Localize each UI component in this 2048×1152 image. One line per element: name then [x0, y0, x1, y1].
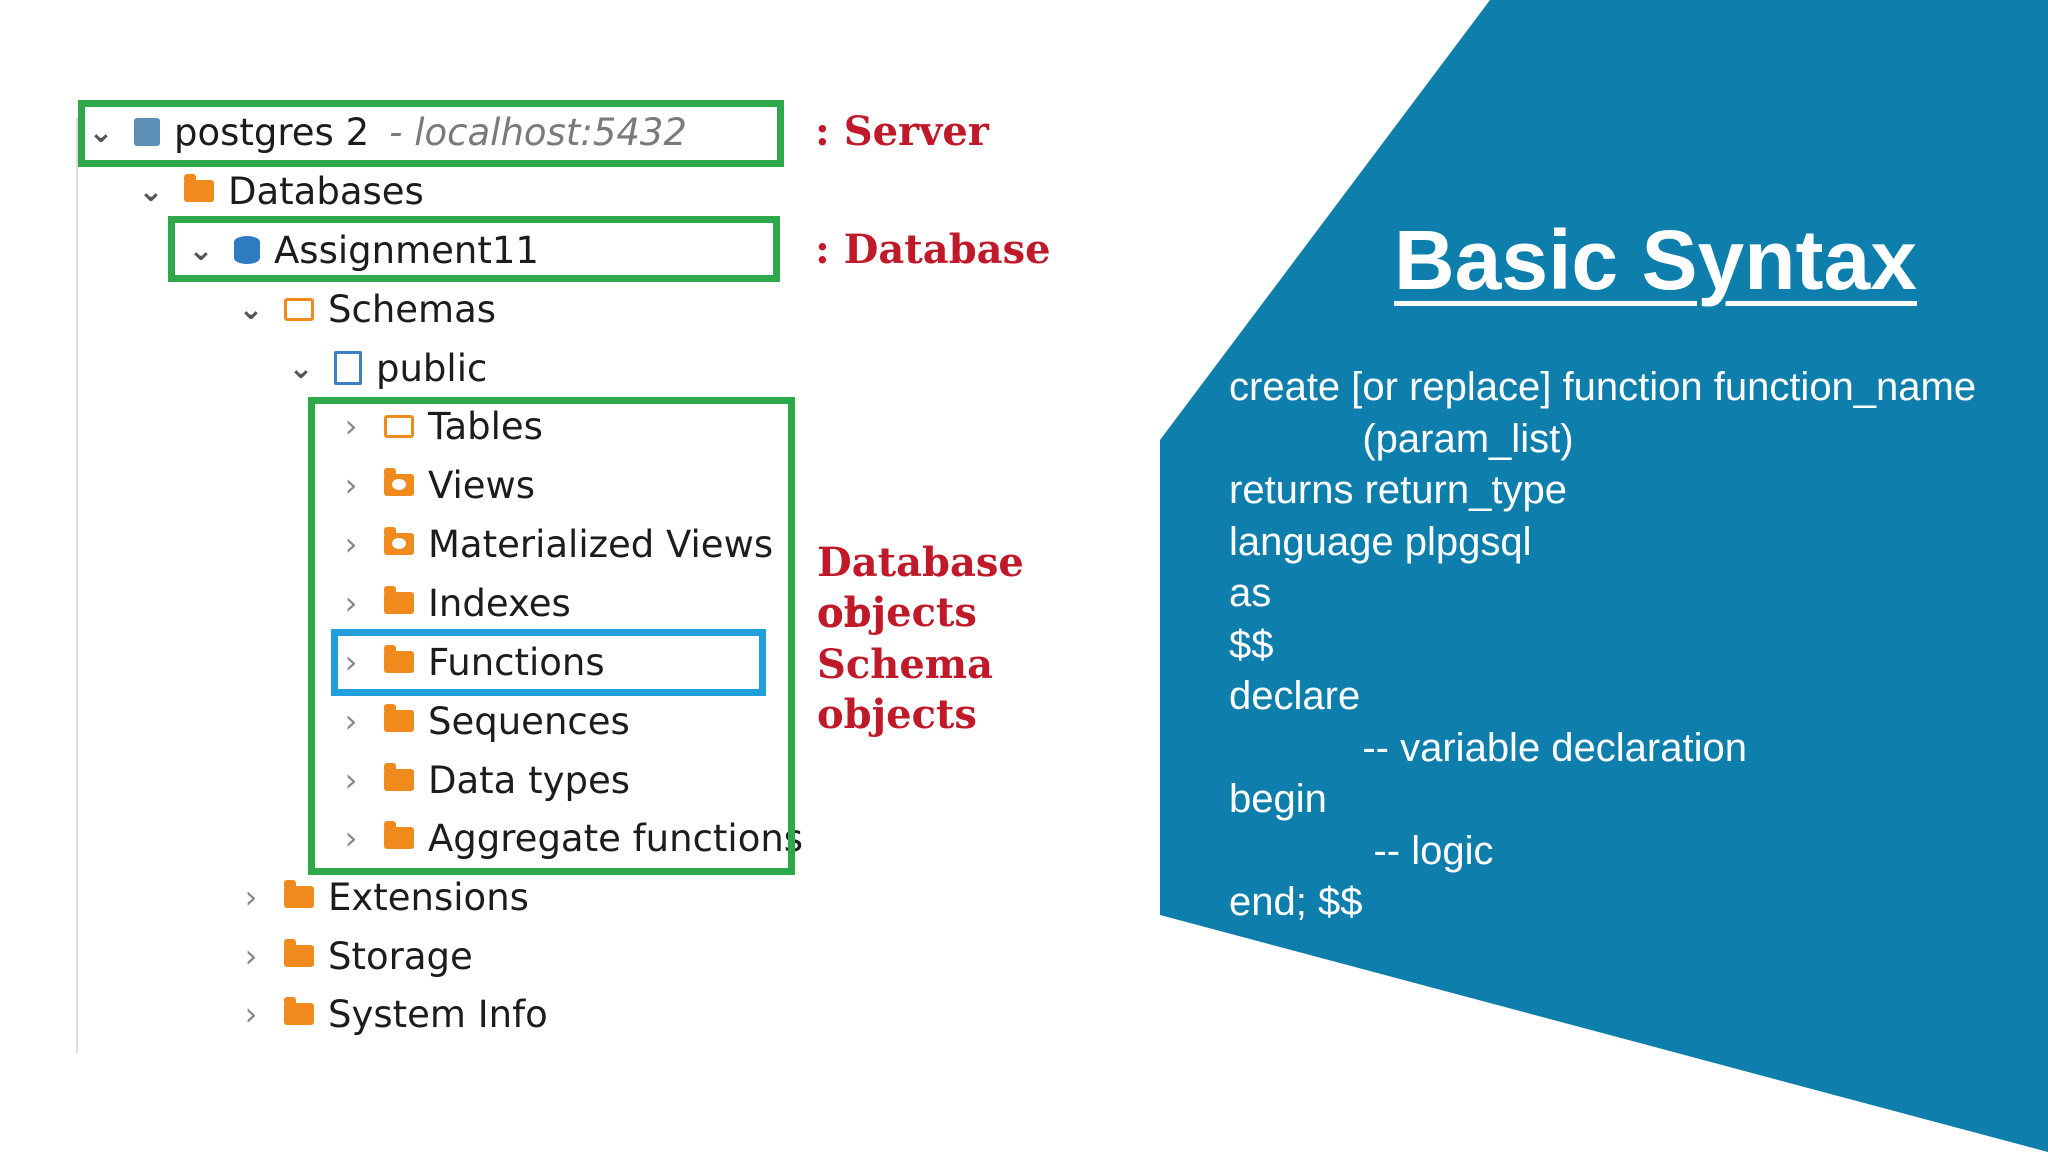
chevron-down-icon[interactable]: ⌄ — [138, 173, 164, 209]
tree-node-indexes[interactable]: › Indexes — [334, 574, 571, 632]
chevron-down-icon[interactable]: ⌄ — [288, 350, 314, 386]
chevron-right-icon[interactable]: › — [244, 995, 258, 1033]
panel-title: Basic Syntax — [1394, 213, 1917, 307]
objects-annotation-line-2: or — [817, 590, 865, 637]
chevron-right-icon[interactable]: › — [344, 702, 358, 740]
folder-icon — [384, 586, 414, 614]
functions-label: Functions — [428, 640, 605, 684]
view-icon — [384, 468, 414, 496]
indexes-label: Indexes — [428, 581, 571, 625]
chevron-right-icon[interactable]: › — [344, 584, 358, 622]
objects-annotation-line-1: Database objects — [817, 539, 1024, 636]
materialized-views-label: Materialized Views — [428, 522, 774, 566]
extensions-label: Extensions — [328, 875, 529, 919]
tree-node-storage[interactable]: › Storage — [234, 927, 473, 985]
database-icon — [234, 236, 260, 264]
chevron-down-icon[interactable]: ⌄ — [238, 291, 264, 327]
chevron-right-icon[interactable]: › — [344, 525, 358, 563]
server-annotation: : Server — [815, 108, 989, 155]
folder-icon — [384, 821, 414, 849]
code-line: as — [1229, 571, 1272, 615]
tree-node-schemas[interactable]: ⌄ Schemas — [234, 280, 496, 338]
view-icon — [384, 527, 414, 555]
table-icon — [384, 414, 414, 438]
schemas-icon — [284, 297, 314, 321]
schema-icon — [334, 351, 362, 385]
tree-node-materialized-views[interactable]: › Materialized Views — [334, 515, 774, 573]
views-label: Views — [428, 463, 536, 507]
chevron-down-icon[interactable]: ⌄ — [188, 232, 214, 268]
tree-node-public[interactable]: ⌄ public — [284, 339, 487, 397]
code-line: declare — [1229, 674, 1361, 718]
tree-node-views[interactable]: › Views — [334, 456, 536, 514]
folder-icon — [184, 174, 214, 202]
schema-objects-highlight-box — [308, 397, 795, 875]
tables-label: Tables — [428, 404, 543, 448]
code-line: end; $$ — [1229, 880, 1363, 924]
folder-icon — [384, 645, 414, 673]
code-line: language plpgsql — [1229, 519, 1532, 564]
code-line: -- variable declaration — [1229, 725, 1747, 770]
code-line: -- logic — [1229, 828, 1494, 873]
sequences-label: Sequences — [428, 699, 630, 743]
folder-icon — [284, 880, 314, 908]
system-info-label: System Info — [328, 992, 548, 1036]
syntax-code-block: create [or replace] function function_na… — [1229, 362, 1976, 929]
objects-annotation-line-3: Schema objects — [817, 641, 994, 738]
code-line: (param_list) — [1229, 416, 1574, 461]
server-host: - localhost:5432 — [389, 110, 687, 154]
object-tree: ⌄ postgres 2 - localhost:5432 ⌄ Database… — [76, 100, 1051, 1053]
chevron-right-icon[interactable]: › — [344, 643, 358, 681]
chevron-right-icon[interactable]: › — [244, 937, 258, 975]
tree-node-tables[interactable]: › Tables — [334, 397, 543, 455]
storage-label: Storage — [328, 934, 473, 978]
folder-icon — [284, 997, 314, 1025]
databases-label: Databases — [228, 169, 424, 213]
chevron-right-icon[interactable]: › — [244, 878, 258, 916]
folder-icon — [384, 704, 414, 732]
tree-node-system-info[interactable]: › System Info — [234, 985, 548, 1043]
aggregate-functions-label: Aggregate functions — [428, 816, 804, 860]
database-annotation: : Database — [815, 226, 1051, 273]
chevron-right-icon[interactable]: › — [344, 761, 358, 799]
chevron-right-icon[interactable]: › — [344, 407, 358, 445]
folder-icon — [384, 763, 414, 791]
folder-icon — [284, 939, 314, 967]
server-icon — [134, 118, 160, 146]
schemas-label: Schemas — [328, 287, 497, 331]
tree-node-databases[interactable]: ⌄ Databases — [134, 162, 424, 220]
functions-highlight-box — [331, 629, 766, 696]
chevron-right-icon[interactable]: › — [344, 819, 358, 857]
tree-node-extensions[interactable]: › Extensions — [234, 868, 529, 926]
data-types-label: Data types — [428, 758, 631, 802]
code-line: begin — [1229, 777, 1327, 821]
tree-node-aggregate-functions[interactable]: › Aggregate functions — [334, 809, 803, 867]
tree-node-sequences[interactable]: › Sequences — [334, 692, 630, 750]
code-line: create [or replace] function function_na… — [1229, 365, 1977, 409]
chevron-down-icon[interactable]: ⌄ — [88, 114, 114, 150]
tree-node-data-types[interactable]: › Data types — [334, 751, 630, 809]
chevron-right-icon[interactable]: › — [344, 466, 358, 504]
server-name: postgres 2 — [174, 110, 370, 154]
tree-guide-line — [76, 118, 78, 1053]
code-line: $$ — [1229, 622, 1274, 667]
code-line: returns return_type — [1229, 468, 1567, 512]
tree-node-server[interactable]: ⌄ postgres 2 - localhost:5432 — [84, 103, 687, 161]
database-highlight-box — [168, 216, 780, 282]
public-label: public — [376, 346, 488, 390]
server-highlight-box — [78, 100, 784, 167]
tree-node-database[interactable]: ⌄ Assignment11 — [184, 221, 539, 279]
database-label: Assignment11 — [274, 228, 539, 272]
tree-node-functions[interactable]: › Functions — [334, 633, 605, 691]
